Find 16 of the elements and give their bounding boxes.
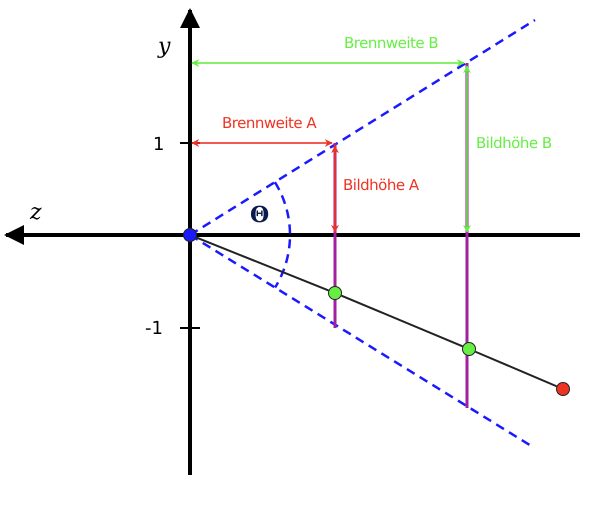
ray-line bbox=[196, 236, 329, 292]
projection-point bbox=[462, 342, 476, 356]
ray-line bbox=[341, 294, 463, 348]
tick-label: -1 bbox=[145, 318, 163, 340]
dimension-label: Bildhöhe A bbox=[343, 176, 419, 194]
ray-line bbox=[475, 350, 557, 388]
axis-label: y bbox=[158, 34, 170, 60]
dimension-label: Brennweite B bbox=[344, 34, 438, 52]
projection-point bbox=[328, 286, 342, 300]
object-point bbox=[556, 382, 570, 396]
axis-label: z bbox=[30, 200, 42, 226]
origin-point bbox=[183, 228, 197, 242]
tick-label: 1 bbox=[153, 134, 164, 156]
dimension-label: Brennweite A bbox=[222, 114, 316, 132]
dimension-label: Bildhöhe B bbox=[476, 134, 552, 152]
angle-label: Θ bbox=[250, 202, 270, 228]
